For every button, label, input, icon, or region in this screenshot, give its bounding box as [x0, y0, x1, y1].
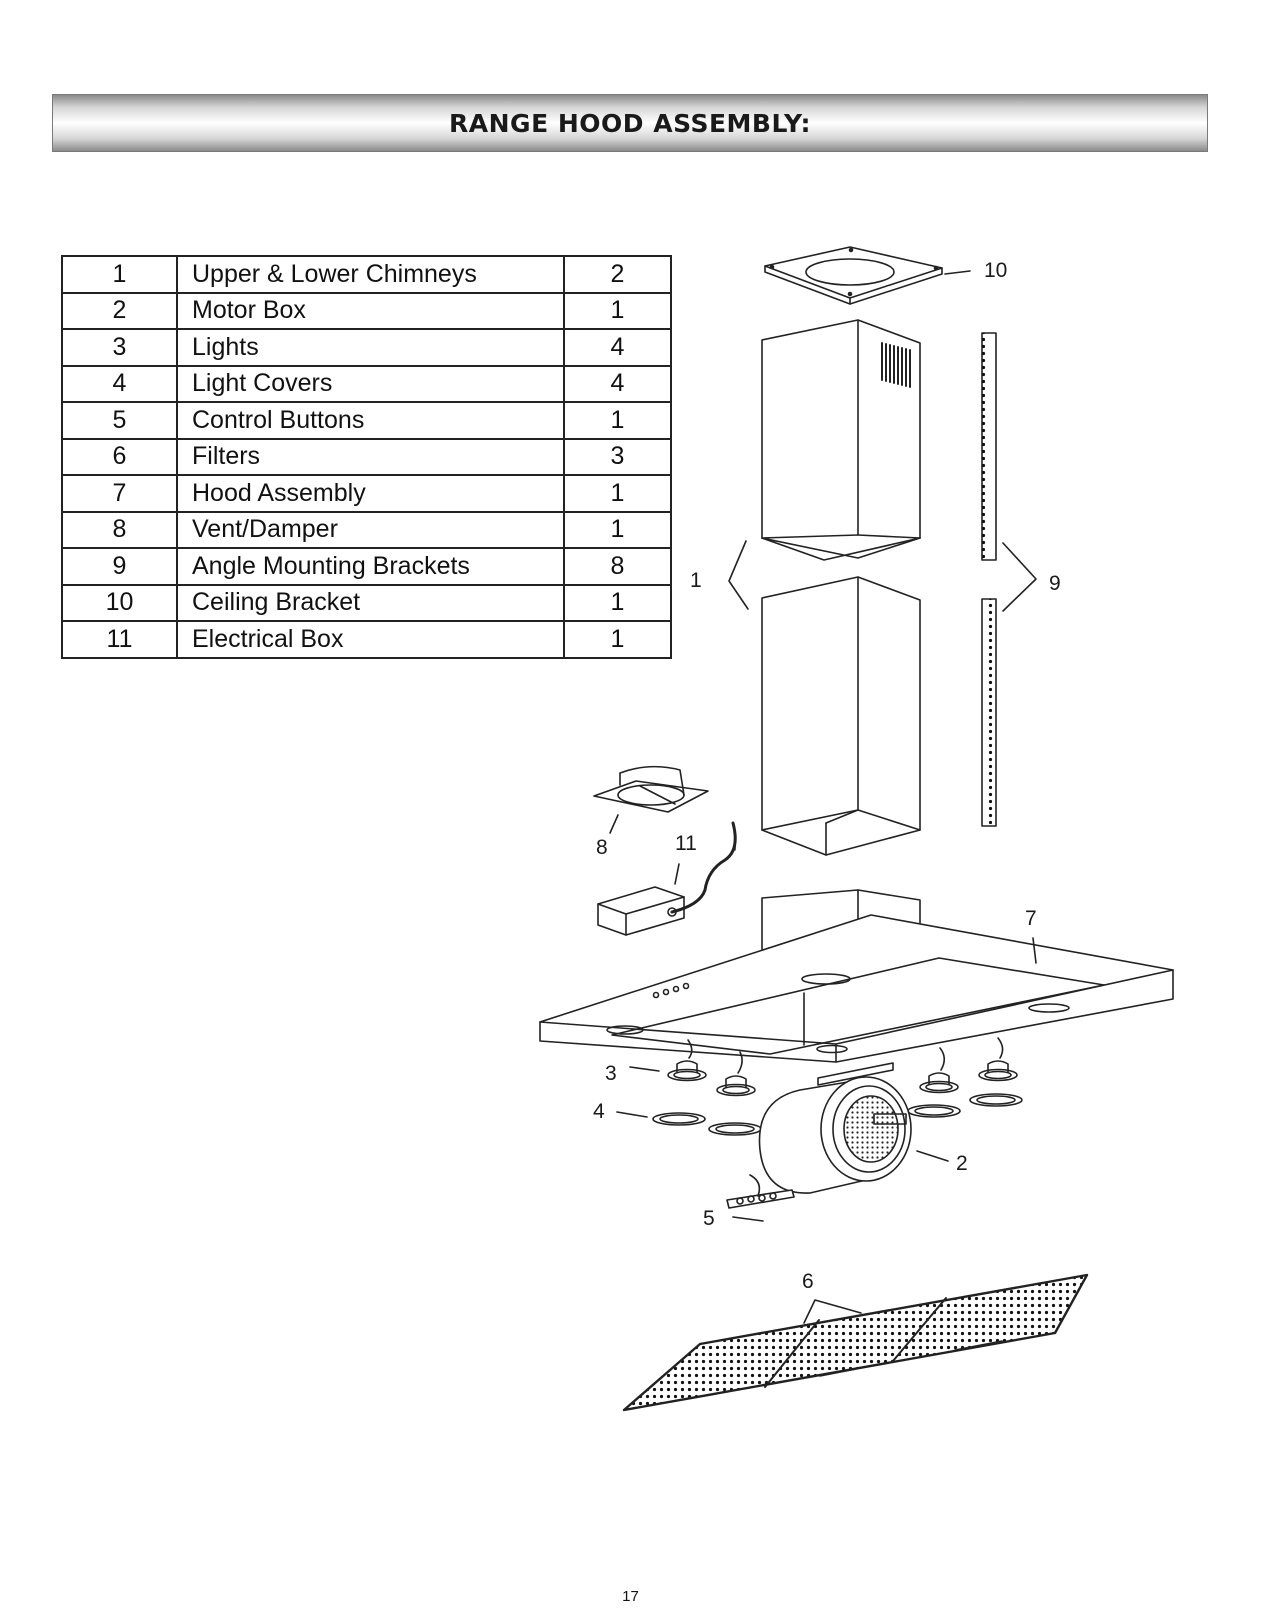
callout-label: 10: [984, 259, 1007, 282]
callout-bracket-brackets: [1003, 543, 1036, 611]
angle-mounting-bracket-upper: [982, 333, 996, 560]
callout-bracket-chimneys: [729, 541, 748, 609]
vent-damper: [594, 767, 708, 812]
callout-label: 4: [593, 1100, 605, 1123]
page-number: 17: [0, 1588, 1261, 1605]
callout-label: 5: [703, 1207, 715, 1230]
callout-label: 9: [1049, 572, 1061, 595]
motor-box: [760, 1063, 912, 1193]
upper-chimney: [762, 320, 920, 560]
callout-label: 3: [605, 1062, 617, 1085]
callout-line: [610, 815, 618, 833]
callout-label: 1: [690, 569, 702, 592]
callout-label: 7: [1025, 907, 1037, 930]
electrical-box: [598, 823, 735, 935]
callout-label: 11: [675, 832, 697, 855]
ceiling-bracket: [765, 247, 942, 304]
callout-line: [617, 1112, 647, 1117]
callout-label: 2: [956, 1152, 968, 1175]
callout-line: [733, 1217, 763, 1221]
callout-label: 6: [802, 1270, 814, 1293]
callout-line: [917, 1151, 948, 1161]
angle-mounting-bracket-lower: [982, 599, 996, 826]
callout-line: [630, 1067, 659, 1071]
callout-line: [675, 864, 679, 884]
lower-chimney: [762, 577, 920, 855]
filters: [624, 1275, 1087, 1410]
callout-line: [945, 271, 970, 274]
callout-label: 8: [596, 836, 608, 859]
